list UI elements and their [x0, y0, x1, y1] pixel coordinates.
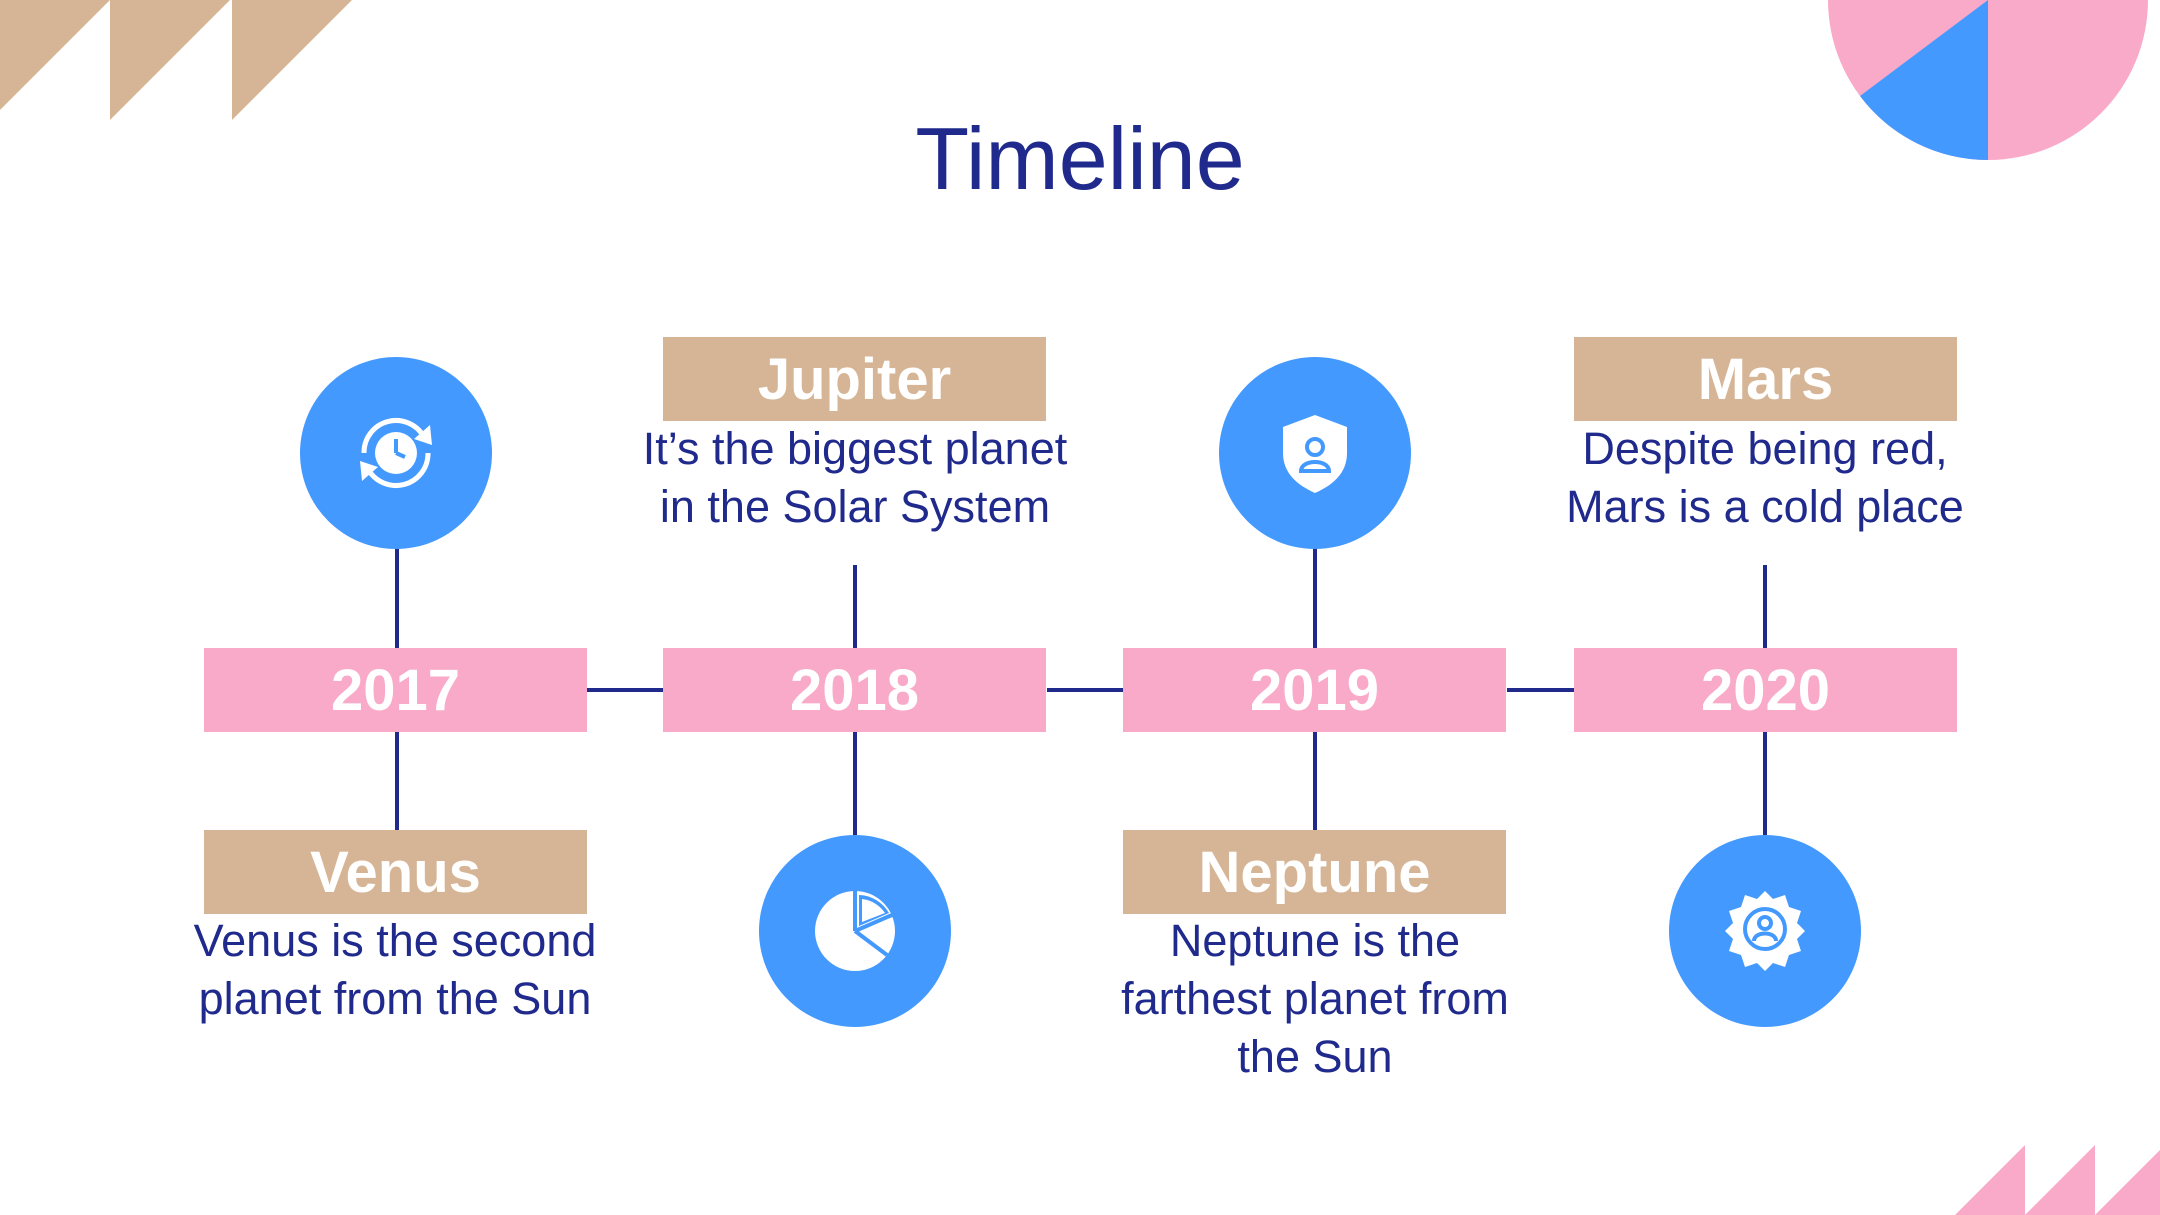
corner-triangles-bottom-right: [1955, 1145, 2160, 1215]
planet-description-mars: Despite being red, Mars is a cold place: [1566, 423, 1964, 532]
corner-pie-top-right: [1828, 0, 2148, 160]
planet-label-jupiter: Jupiter: [663, 337, 1046, 421]
user-shield-icon: [1219, 357, 1411, 549]
planet-label-neptune: Neptune: [1123, 830, 1506, 914]
award-badge-icon: [1669, 835, 1861, 1027]
year-box-2018: 2018: [663, 648, 1046, 732]
pie-chart-icon: [759, 835, 951, 1027]
planet-description-neptune: Neptune is the farthest planet from the …: [1121, 915, 1509, 1082]
connector-2018-2019: [1047, 688, 1124, 692]
year-box-2020: 2020: [1574, 648, 1957, 732]
stem-2018-bottom: [853, 732, 857, 835]
planet-description-jupiter: It’s the biggest planet in the Solar Sys…: [642, 423, 1068, 532]
stem-2020-bottom: [1763, 732, 1767, 835]
year-box-2017: 2017: [204, 648, 587, 732]
stem-2019-bottom: [1313, 732, 1317, 830]
planet-label-venus: Venus: [204, 830, 587, 914]
stem-2017-bottom: [395, 732, 399, 830]
year-box-2019: 2019: [1123, 648, 1506, 732]
connector-2019-2020: [1507, 688, 1574, 692]
planet-label-mars: Mars: [1574, 337, 1957, 421]
stem-2019-top: [1313, 545, 1317, 648]
clock-refresh-icon: [300, 357, 492, 549]
stem-2018-top: [853, 565, 857, 648]
corner-triangles-top-left: [0, 0, 352, 120]
connector-2017-2018: [587, 688, 664, 692]
planet-description-venus: Venus is the second planet from the Sun: [193, 915, 597, 1024]
stem-2020-top: [1763, 565, 1767, 648]
page-title: Timeline: [915, 109, 1245, 208]
stem-2017-top: [395, 545, 399, 648]
